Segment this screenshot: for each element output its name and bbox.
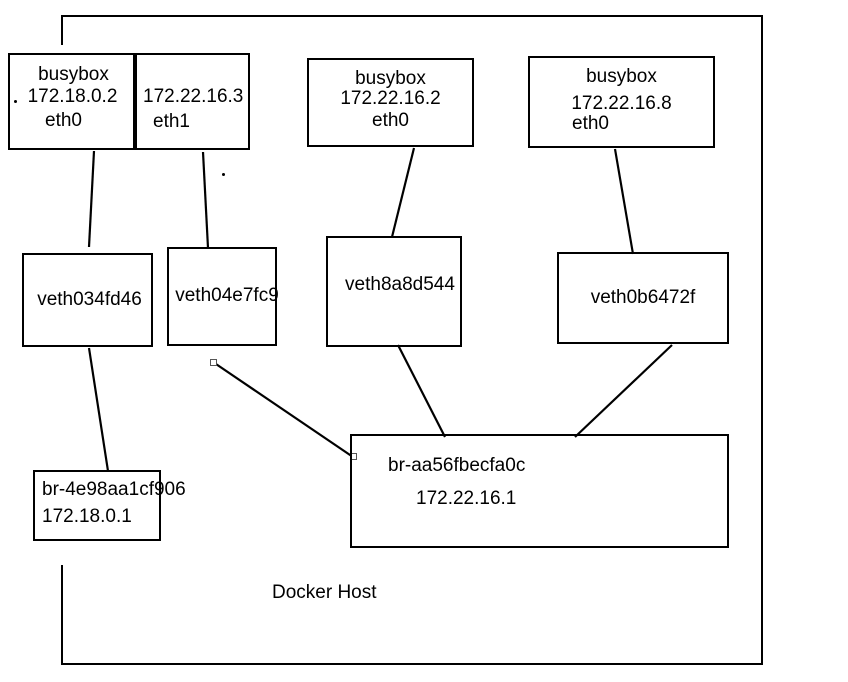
edge-busyboxeth1-veth04e (201, 151, 210, 249)
node-title: busybox (38, 64, 109, 85)
node-title: br-4e98aa1cf906 (42, 479, 186, 500)
node-busybox-172-22-16-8[interactable]: busybox 172.22.16.8 eth0 (528, 56, 715, 148)
node-veth034fd46[interactable]: veth034fd46 (22, 253, 153, 347)
edge-busybox2-veth8a8 (390, 147, 416, 238)
node-ip: 172.22.16.1 (416, 487, 517, 509)
node-busybox-eth1-172-22-16-3[interactable]: 172.22.16.3 eth1 (133, 53, 250, 150)
node-busybox-172-18-0-2[interactable]: busybox 172.18.0.2 eth0 (8, 53, 137, 150)
node-ip: 172.22.16.2 (340, 87, 441, 109)
node-iface: eth0 (572, 113, 609, 135)
node-ip: 172.18.0.1 (42, 505, 132, 527)
edge-busybox1-veth034 (87, 150, 96, 248)
node-veth8a8d544[interactable]: veth8a8d544 (326, 236, 462, 347)
node-bridge-br-aa56fbecfa0c[interactable]: br-aa56fbecfa0c 172.22.16.1 (350, 434, 729, 548)
node-title: veth04e7fc9 (175, 285, 279, 307)
edge-veth04e-braa56 (212, 361, 354, 458)
edge-veth034-br4e98 (87, 347, 110, 472)
ink-dot (222, 173, 225, 176)
ink-dot (14, 100, 17, 103)
node-iface: eth0 (45, 110, 82, 132)
node-ip: 172.22.16.8 (571, 92, 672, 114)
docker-host-label: Docker Host (272, 582, 377, 603)
node-iface: eth1 (153, 110, 190, 132)
node-bridge-br-4e98aa1cf906[interactable]: br-4e98aa1cf906 172.18.0.1 (33, 470, 186, 541)
node-veth04e7fc9[interactable]: veth04e7fc9 (167, 247, 279, 346)
edge-handle-start[interactable] (210, 359, 217, 366)
node-title: br-aa56fbecfa0c (388, 455, 526, 476)
node-title: busybox (355, 68, 426, 89)
node-title: busybox (586, 66, 657, 87)
node-busybox-172-22-16-2[interactable]: busybox 172.22.16.2 eth0 (307, 58, 474, 147)
frame-gap-mask (52, 45, 72, 565)
node-title: veth8a8d544 (345, 274, 455, 296)
node-title: veth0b6472f (590, 286, 696, 308)
node-iface: eth0 (372, 110, 409, 132)
edge-veth0b6-braa56 (574, 344, 673, 438)
node-veth0b6472f[interactable]: veth0b6472f (557, 252, 729, 344)
edge-busybox3-veth0b6 (613, 148, 635, 255)
node-ip: 172.18.0.2 (27, 85, 118, 107)
node-ip: 172.22.16.3 (143, 86, 244, 107)
node-title: veth034fd46 (37, 288, 142, 310)
edge-veth8a8-braa56 (397, 344, 446, 438)
